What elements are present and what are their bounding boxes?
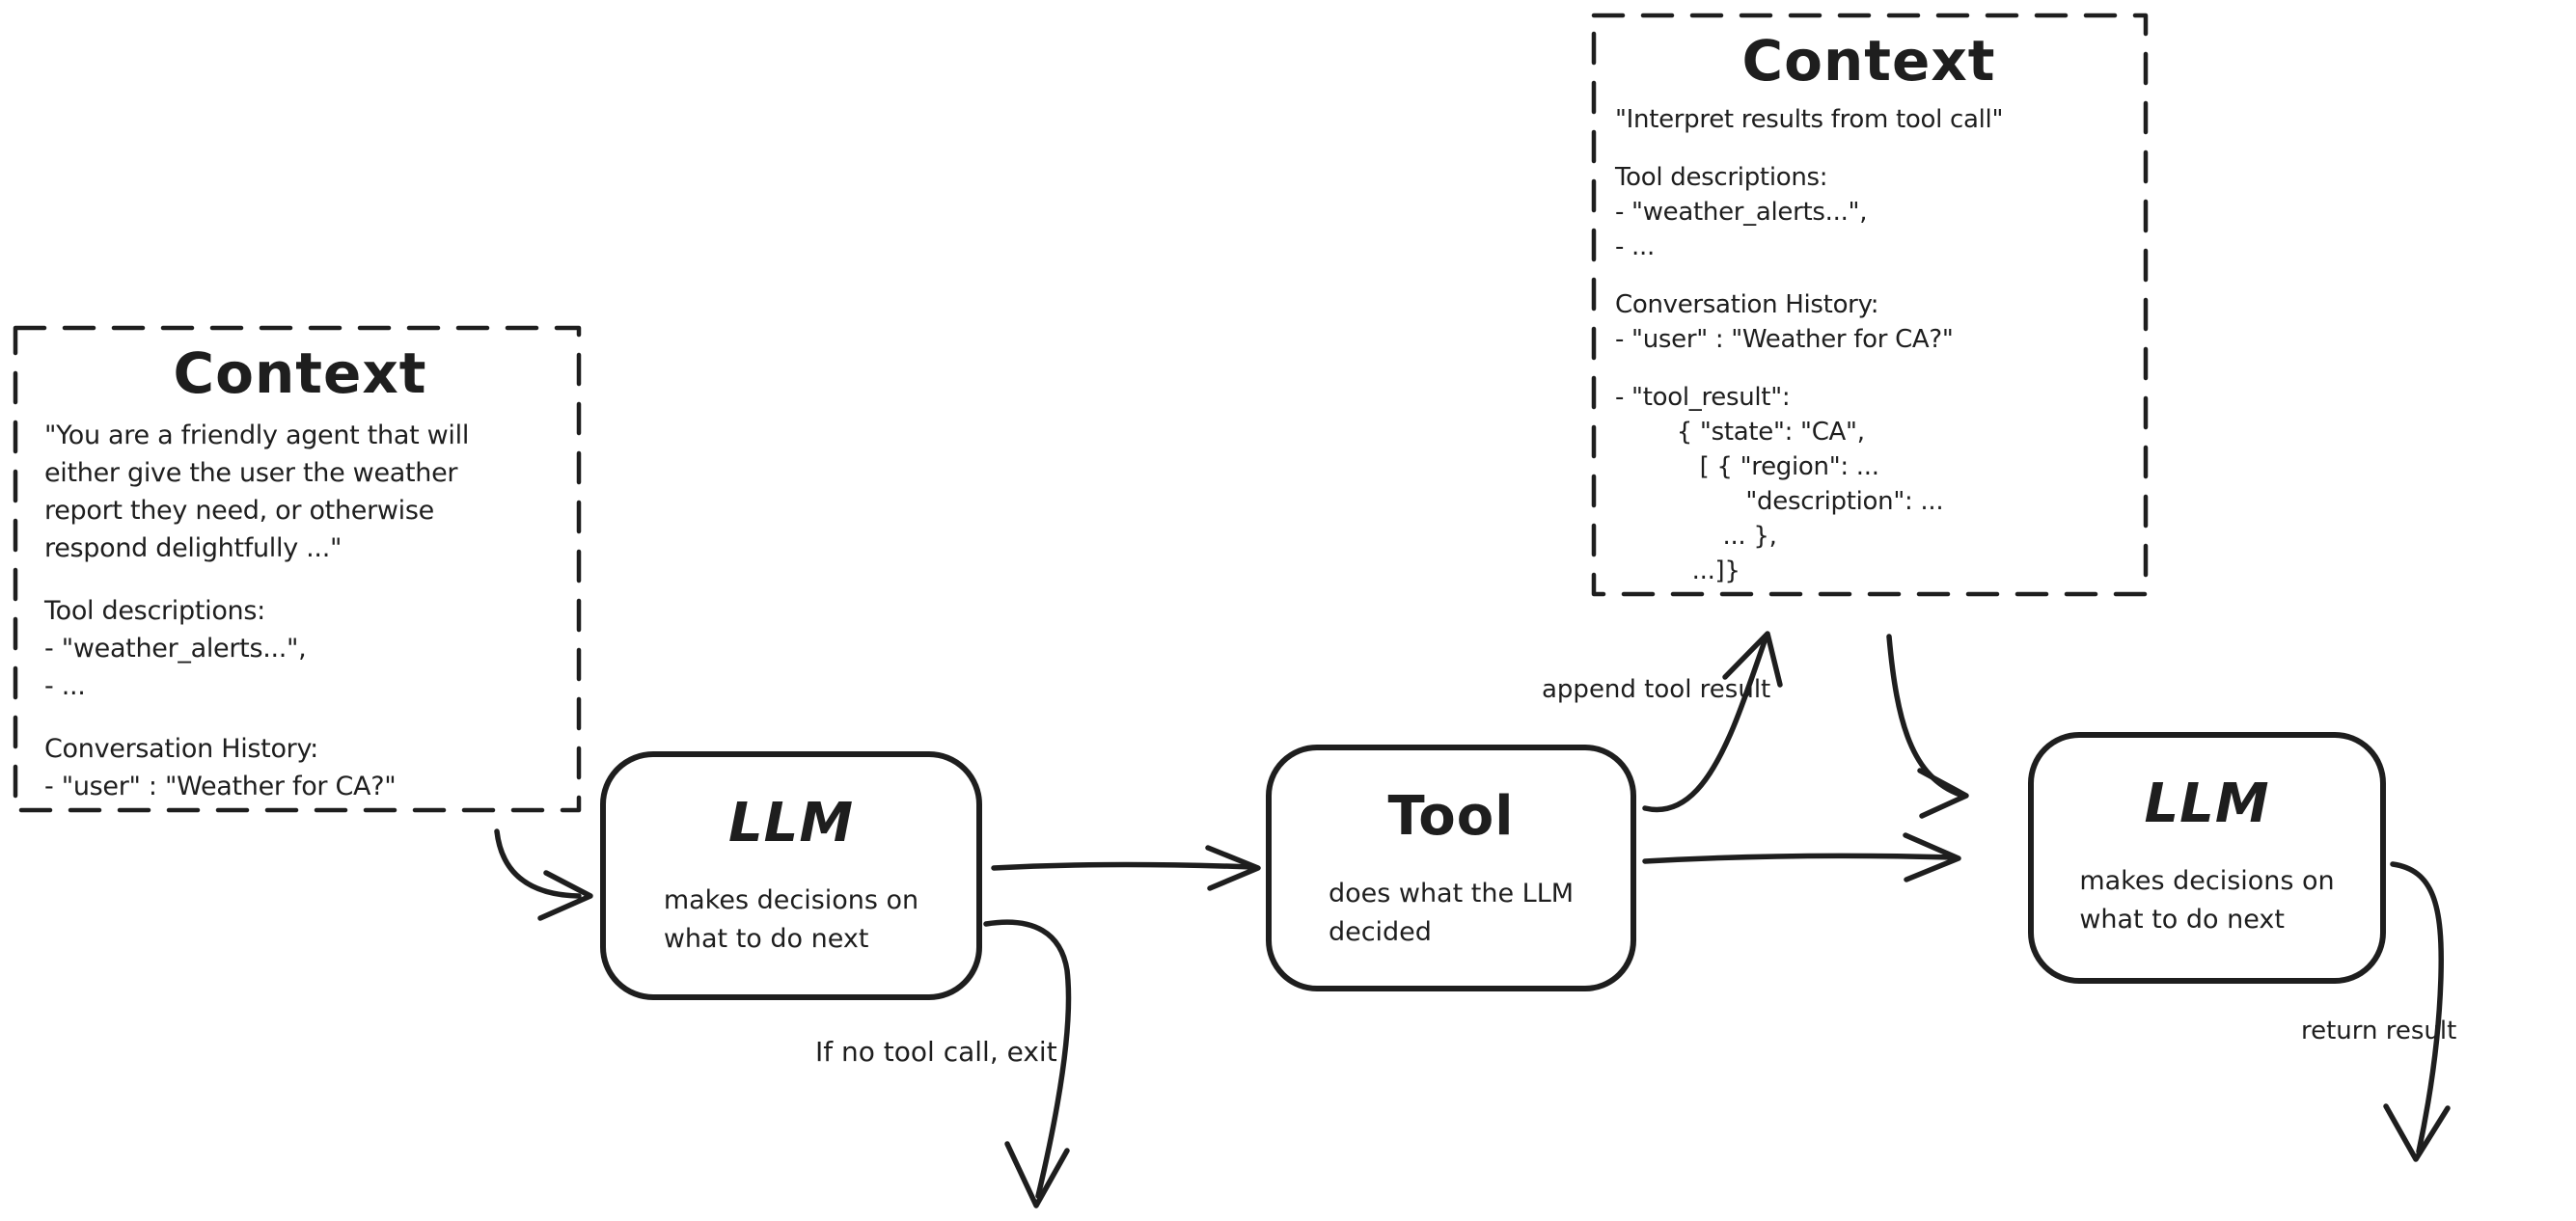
context-line: ... }, [1615,522,1777,551]
llm-2-node: LLM makes decisions on what to do next [2031,735,2383,981]
llm-1-subtitle: makes decisions on what to do next [663,885,919,954]
tool-node: Tool does what the LLM decided [1269,747,1633,989]
context-line [44,567,556,592]
context-line [44,705,556,730]
context-line: - ... [44,671,86,701]
context-line: [ { "region": ... [1615,452,1879,481]
return-result-label: return result [2301,1017,2457,1045]
context-line: - "weather_alerts...", [44,634,307,664]
context-line: either give the user the weather [44,458,458,488]
llm-2-title: LLM [2144,773,2270,835]
if-no-tool-call-exit-label: If no tool call, exit [815,1036,1057,1068]
arrow-context-top-to-llm-2 [1886,634,1969,819]
arrow-llm-2-return [2383,861,2451,1162]
llm-2-box-border [2028,732,2386,984]
context-line: { "state": "CA", [1615,418,1865,447]
context-left-box-border [13,325,582,813]
arrow-llm-1-exit [983,919,1072,1208]
context-line: Tool descriptions: [44,596,265,626]
context-line: "You are a friendly agent that will [44,421,470,450]
context-line [1615,264,2123,287]
llm-1-box-border [600,751,982,1000]
arrow-tool-to-context-top [1642,631,1783,813]
context-line: "Interpret results from tool call" [1615,105,2004,134]
context-line: - "user" : "Weather for CA?" [1615,325,1954,354]
context-line: ...]} [1615,556,1740,585]
context-line: - "tool_result": [1615,383,1791,412]
context-line: Conversation History: [1615,290,1879,319]
context-left-title: Context [173,340,427,406]
context-line: report they need, or otherwise [44,496,434,526]
context-top-body: "Interpret results from tool call" Tool d… [1615,102,2123,588]
arrow-context-left-to-llm-1 [494,828,593,921]
append-tool-result-label: append tool result [1542,675,1771,704]
tool-title: Tool [1387,785,1515,848]
context-line: respond delightfully ..." [44,533,343,563]
llm-1-node: LLM makes decisions on what to do next [603,754,979,997]
llm-2-subtitle: makes decisions on what to do next [2079,866,2335,935]
context-line: - "user" : "Weather for CA?" [44,772,397,801]
context-line: "description": ... [1615,487,1944,516]
arrow-tool-to-llm-2 [1642,832,1961,882]
context-line: - "weather_alerts...", [1615,198,1868,227]
context-line [1615,137,2123,160]
context-line [1615,357,2123,380]
tool-box-border [1266,745,1636,991]
context-line: - ... [1615,232,1655,261]
context-line: Tool descriptions: [1615,163,1828,192]
context-left-body: "You are a friendly agent that will eithe… [44,417,556,805]
context-top-box: Context "Interpret results from tool cal… [1594,15,2146,594]
context-top-box-border [1591,13,2149,597]
context-line: Conversation History: [44,734,318,764]
tool-subtitle: does what the LLM decided [1328,879,1575,947]
arrow-llm-1-to-tool [991,845,1261,891]
context-left-box: Context "You are a friendly agent that w… [15,328,579,810]
llm-1-title: LLM [727,792,855,855]
context-top-title: Context [1741,28,1996,94]
